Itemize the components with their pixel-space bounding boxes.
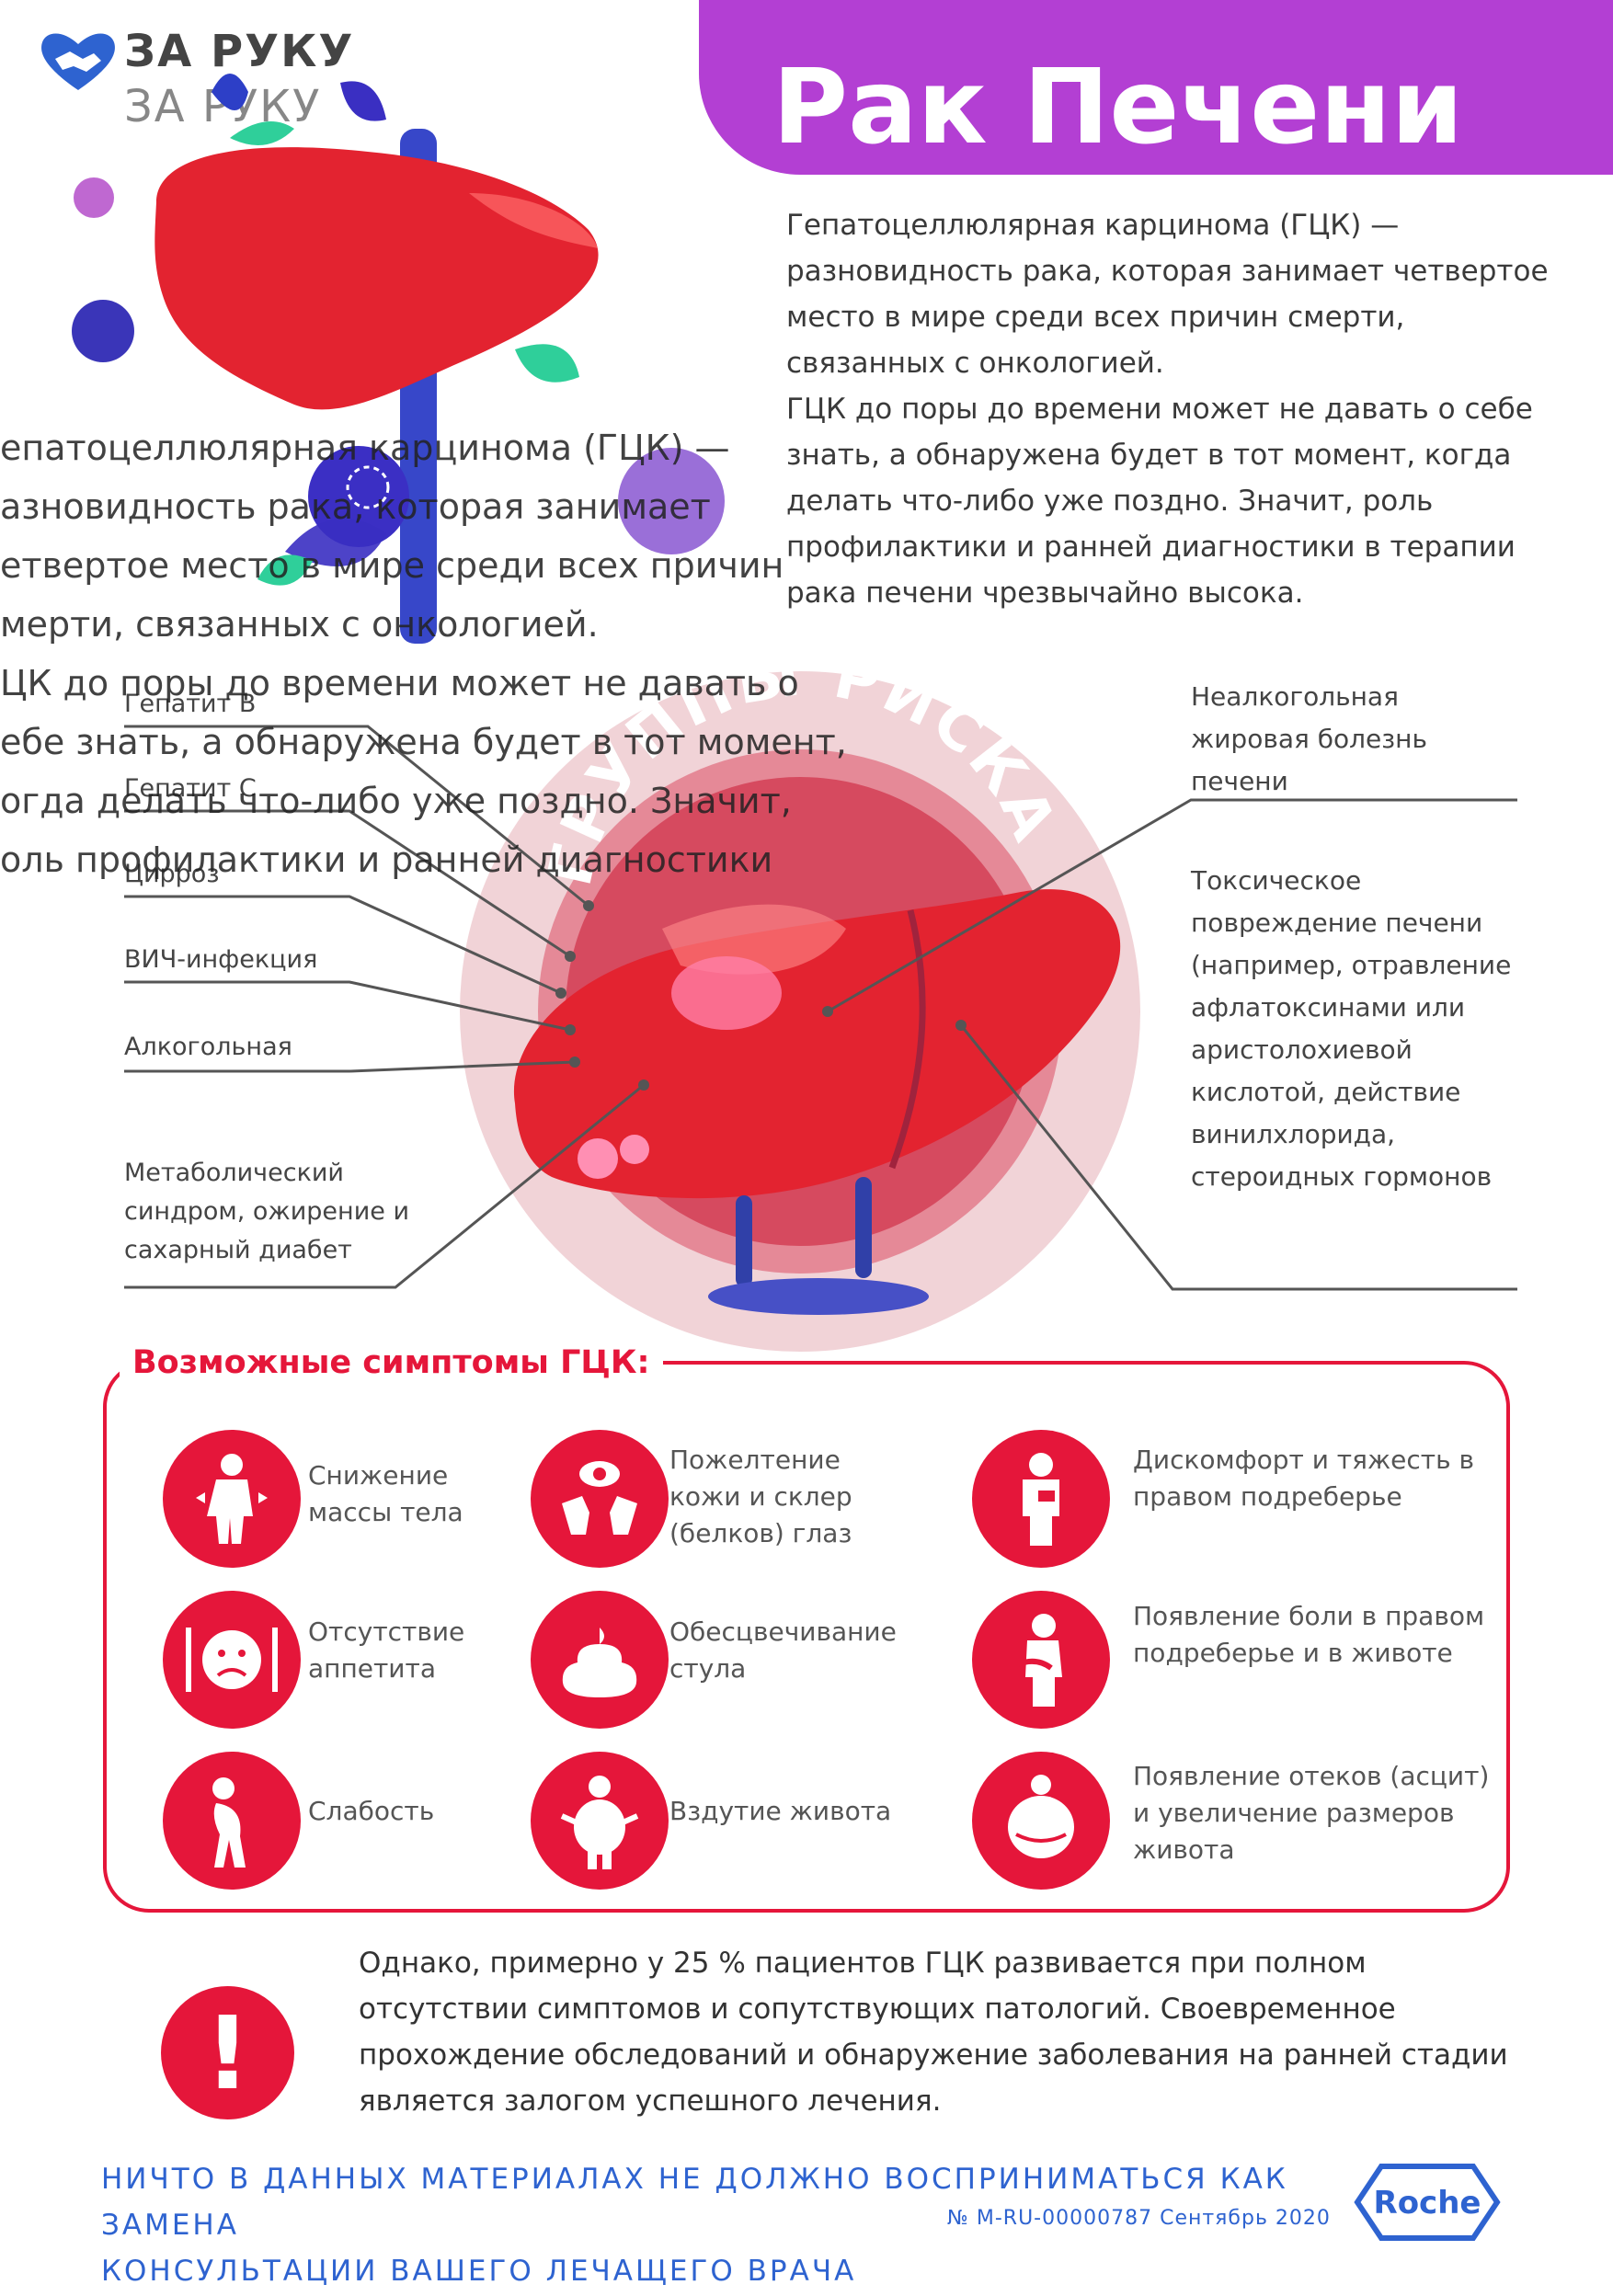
risk-leader-lines (124, 725, 1517, 1291)
risk-item-nafld: Неалкогольная жировая болезнь печени (1191, 681, 1427, 796)
abdominal-pain-icon (972, 1591, 1110, 1729)
no-appetite-icon (163, 1591, 301, 1729)
risk-item-hepatitis-b: Гепатит В (124, 690, 257, 718)
overlay-line: мерти, связанных с онкологией. (0, 604, 599, 645)
title-banner (699, 0, 1613, 175)
warning-exclamation-icon: ! (161, 1986, 294, 2119)
risk-item-hiv: ВИЧ-инфекция (124, 945, 318, 974)
disclaimer: НИЧТО В ДАННЫХ МАТЕРИАЛАХ НЕ ДОЛЖНО ВОСП… (101, 2156, 1389, 2294)
risk-item-toxic: Токсическое повреждение печени (например… (1191, 865, 1512, 1192)
risk-item-cirrhosis: Цирроз (124, 860, 220, 888)
overlay-line: етвертое место в мире среди всех причин (0, 545, 784, 586)
symptom-label: Пожелтение кожи и склер (белков) глаз (669, 1445, 852, 1548)
document-number: № M-RU-00000787 Сентябрь 2020 (947, 2207, 1331, 2230)
overlay-line: ЦК до поры до времени может не давать о (0, 663, 799, 703)
overlay-line: азновидность рака, которая занимает (0, 486, 711, 527)
symptom-label: Слабость (308, 1796, 435, 1826)
roche-logo: Roche (1354, 2164, 1501, 2241)
intro-paragraph-2: ГЦК до поры до времени может не давать о… (786, 393, 1533, 610)
risk-item-metabolic: Метаболический синдром, ожирение и сахар… (124, 1159, 409, 1264)
intro-text: Гепатоцеллюлярная карцинома (ГЦК) — разн… (786, 202, 1568, 616)
overlay-text-artifact: епатоцеллюлярная карцинома (ГЦК) — азнов… (0, 418, 847, 889)
risk-item-hepatitis-c: Гепатит С (124, 774, 257, 803)
roche-wordmark: Roche (1374, 2185, 1481, 2222)
disclaimer-line-1: НИЧТО В ДАННЫХ МАТЕРИАЛАХ НЕ ДОЛЖНО ВОСП… (101, 2163, 1288, 2242)
weight-loss-icon (163, 1430, 301, 1568)
brand-name: ЗА РУКУ (124, 26, 355, 77)
handshake-heart-icon (41, 33, 115, 90)
discomfort-icon (972, 1430, 1110, 1568)
note-text: Однако, примерно у 25 % пациентов ГЦК ра… (359, 1947, 1508, 2118)
ascites-icon (972, 1752, 1110, 1890)
intro-paragraph-1: Гепатоцеллюлярная карцинома (ГЦК) — разн… (786, 209, 1549, 380)
symptom-label: Отсутствие аппетита (308, 1616, 465, 1684)
overlay-line: ебе знать, а обнаружена будет в тот моме… (0, 722, 847, 762)
page-title: Рак Печени (772, 48, 1464, 167)
jaundice-icon (531, 1430, 669, 1568)
risk-groups-graphic: ГРУППЫ РИСКА (460, 662, 1140, 1352)
disclaimer-line-2: КОНСУЛЬТАЦИИ ВАШЕГО ЛЕЧАЩЕГО ВРАЧА (101, 2255, 857, 2288)
stool-icon (531, 1591, 669, 1729)
overlay-line: епатоцеллюлярная карцинома (ГЦК) — (0, 428, 730, 468)
bloating-icon (531, 1752, 669, 1890)
overlay-line: огда делать что-либо уже поздно. Значит, (0, 781, 792, 821)
symptom-label: Обесцвечивание стула (669, 1616, 897, 1684)
symptom-label: Дискомфорт и тяжесть в правом подреберье (1133, 1445, 1474, 1512)
symptoms-heading: Возможные симптомы ГЦК: (120, 1344, 663, 1381)
symptom-label: Вздутие живота (669, 1796, 892, 1826)
weakness-icon (163, 1752, 301, 1890)
symptom-label: Появление боли в правом подреберье и в ж… (1133, 1601, 1485, 1668)
risk-item-alcoholic: Алкогольная (124, 1033, 292, 1061)
symptoms-panel (103, 1361, 1510, 1913)
overlay-line: оль профилактики и ранней диагностики (0, 840, 773, 880)
symptom-label: Появление отеков (асцит) и увеличение ра… (1133, 1761, 1490, 1865)
symptom-label: Снижение массы тела (308, 1460, 463, 1527)
liver-illustration (72, 74, 725, 644)
